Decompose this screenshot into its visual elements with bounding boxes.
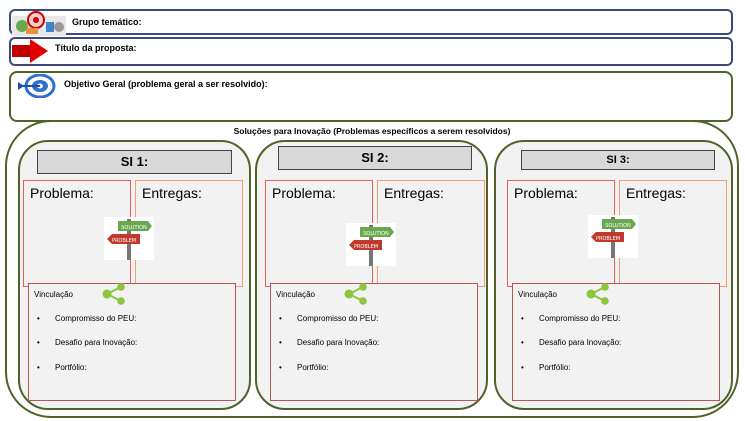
si-1-sign-problem-text: PROBLEM xyxy=(112,238,136,244)
si-3-sign-problem-text: PROBLEM xyxy=(596,236,620,242)
si-3-entregas-label: Entregas: xyxy=(626,185,686,201)
si-2-share-icon xyxy=(342,283,370,305)
si-1-title: SI 1: xyxy=(37,150,232,174)
si-1-vinculacao-label: Vinculação xyxy=(34,290,73,299)
si-3-signpost-image: SOLUTION PROBLEM xyxy=(588,215,638,258)
grupo-tematico-icon xyxy=(12,8,66,36)
si-3-bullet-desafio: •Desafio para Inovação: xyxy=(521,338,622,347)
si-1-bullet-desafio: •Desafio para Inovação: xyxy=(37,338,138,347)
titulo-proposta-label: Título da proposta: xyxy=(55,43,137,53)
si-2-problema-label: Problema: xyxy=(272,185,336,201)
si-3-share-icon xyxy=(584,283,612,305)
solucoes-title: Soluções para Inovação (Problemas especí… xyxy=(233,126,511,136)
si-2-vinculacao-box[interactable]: Vinculação •Compromisso do PEU: •Desafio… xyxy=(270,283,478,401)
si-1-sign-solution-text: SOLUTION xyxy=(121,225,147,231)
si-1-entregas-label: Entregas: xyxy=(142,185,202,201)
si-3-bullet-peu: •Compromisso do PEU: xyxy=(521,314,621,323)
objetivo-geral-label: Objetivo Geral (problema geral a ser res… xyxy=(64,79,268,89)
si-3-vinculacao-label: Vinculação xyxy=(518,290,557,299)
si-2-sign-problem-text: PROBLEM xyxy=(354,244,378,250)
si-2-vinculacao-label: Vinculação xyxy=(276,290,315,299)
objetivo-geral-bar[interactable]: Objetivo Geral (problema geral a ser res… xyxy=(9,71,733,122)
si-2-bullet-peu: •Compromisso do PEU: xyxy=(279,314,379,323)
grupo-tematico-bar[interactable]: Grupo temático: xyxy=(9,9,733,35)
si-3-title: SI 3: xyxy=(521,150,715,170)
si-1-bullet-peu: •Compromisso do PEU: xyxy=(37,314,137,323)
si-3-vinculacao-box[interactable]: Vinculação •Compromisso do PEU: •Desafio… xyxy=(512,283,720,401)
arrow-right-icon xyxy=(12,38,48,64)
si-2-signpost-image: SOLUTION PROBLEM xyxy=(346,223,396,266)
si-2-bullet-portfolio: •Portfólio: xyxy=(279,363,329,372)
si-1-bullet-portfolio: •Portfólio: xyxy=(37,363,87,372)
si-1-problema-label: Problema: xyxy=(30,185,94,201)
si-2-entregas-label: Entregas: xyxy=(384,185,444,201)
si-1-vinculacao-box[interactable]: Vinculação •Compromisso do PEU: •Desafio… xyxy=(28,283,236,401)
titulo-proposta-bar[interactable]: Título da proposta: xyxy=(9,37,733,66)
si-1-signpost-image: SOLUTION PROBLEM xyxy=(104,217,154,260)
si-3-bullet-portfolio: •Portfólio: xyxy=(521,363,571,372)
si-2-sign-solution-text: SOLUTION xyxy=(363,231,389,237)
si-2-title: SI 2: xyxy=(278,146,472,170)
si-3-sign-solution-text: SOLUTION xyxy=(605,223,631,229)
grupo-tematico-label: Grupo temático: xyxy=(72,17,142,27)
si-3-problema-label: Problema: xyxy=(514,185,578,201)
si-1-share-icon xyxy=(100,283,128,305)
target-icon xyxy=(18,73,56,99)
si-2-bullet-desafio: •Desafio para Inovação: xyxy=(279,338,380,347)
